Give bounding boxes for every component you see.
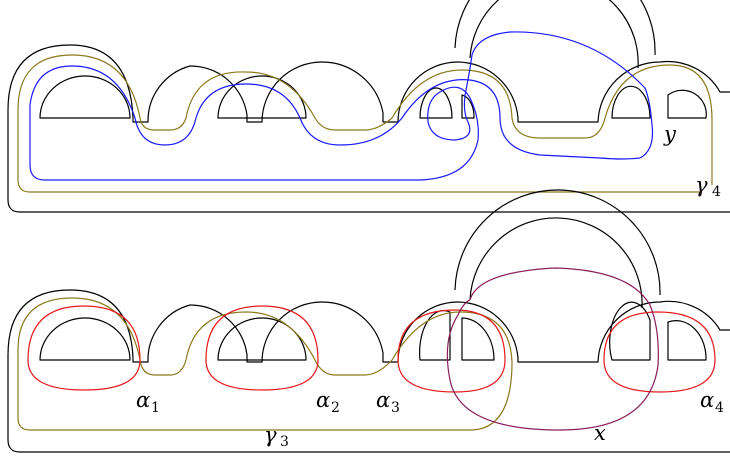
top-olive-curve-gamma4 [17, 54, 713, 193]
top-hole-3-left [419, 87, 453, 119]
bottom-red-curve-alpha4 [603, 311, 716, 393]
bottom-hole-3-right [461, 317, 495, 361]
top-hole-2 [217, 75, 307, 119]
bottom-handle-outer [454, 189, 661, 296]
top-label-gamma-sub: 4 [712, 184, 721, 200]
bottom-hole-1 [39, 317, 131, 361]
bottom-hole-3-left [419, 309, 451, 361]
bottom-plum-curve-x [446, 267, 659, 431]
bottom-label-alpha3: α [376, 388, 390, 412]
bottom-panel: α 1 α 2 α 3 α 4 γ 3 x [7, 189, 730, 453]
top-hole-1 [39, 75, 131, 119]
top-panel: y γ 4 [7, 0, 730, 213]
bottom-olive-curve-gamma3 [17, 297, 513, 431]
bottom-surface-outline [7, 289, 730, 453]
top-surface-outline [7, 44, 730, 213]
bottom-label-alpha1-sub: 1 [151, 400, 160, 416]
bottom-label-alpha2-sub: 2 [331, 400, 340, 416]
bottom-label-gamma: γ [264, 423, 277, 447]
top-handle-outer [454, 0, 656, 56]
bottom-hole-2 [217, 317, 307, 361]
bottom-red-curve-alpha2 [205, 305, 319, 391]
bottom-label-alpha2: α [316, 388, 330, 412]
top-handle-inner [469, 0, 639, 69]
top-label-gamma: γ [695, 173, 708, 197]
top-blue-curve-y [29, 31, 654, 181]
bottom-red-curve-alpha3 [397, 309, 506, 393]
top-label-y: y [663, 122, 677, 146]
bottom-label-alpha4-sub: 4 [715, 400, 724, 416]
bottom-label-alpha1: α [136, 388, 150, 412]
top-hole-4-left [611, 85, 651, 119]
top-hole-3-right [461, 94, 475, 119]
bottom-hole-4-left [609, 301, 651, 361]
bottom-label-gamma-sub: 3 [280, 434, 289, 450]
bottom-label-alpha3-sub: 3 [391, 400, 400, 416]
bottom-handle-inner [469, 217, 643, 309]
bottom-label-x: x [594, 421, 606, 445]
bottom-hole-4-right [667, 320, 707, 361]
top-hole-4-right [667, 89, 707, 119]
bottom-red-curve-alpha1 [27, 305, 141, 391]
bottom-label-alpha4: α [700, 388, 714, 412]
